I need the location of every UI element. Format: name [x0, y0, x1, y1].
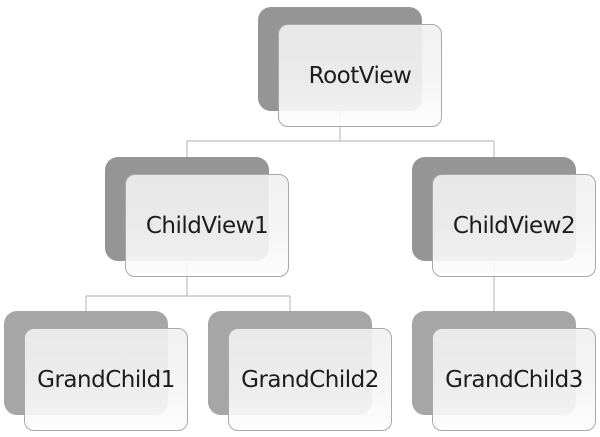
node-card: ChildView1 — [125, 174, 289, 277]
node-grandchild2[interactable]: GrandChild2 — [208, 311, 392, 432]
node-rootview[interactable]: RootView — [258, 7, 442, 128]
node-childview1[interactable]: ChildView1 — [105, 157, 289, 278]
node-card: GrandChild1 — [24, 328, 188, 431]
node-card: ChildView2 — [432, 174, 596, 277]
node-card: GrandChild3 — [432, 328, 596, 431]
node-childview2[interactable]: ChildView2 — [412, 157, 596, 278]
node-label: GrandChild3 — [445, 366, 583, 393]
node-card: GrandChild2 — [228, 328, 392, 431]
node-grandchild1[interactable]: GrandChild1 — [4, 311, 188, 432]
node-label: RootView — [308, 62, 412, 89]
node-label: GrandChild1 — [37, 366, 175, 393]
node-label: ChildView2 — [452, 212, 576, 239]
node-label: GrandChild2 — [241, 366, 379, 393]
node-label: ChildView1 — [145, 212, 269, 239]
node-grandchild3[interactable]: GrandChild3 — [412, 311, 596, 432]
node-card: RootView — [278, 24, 442, 127]
